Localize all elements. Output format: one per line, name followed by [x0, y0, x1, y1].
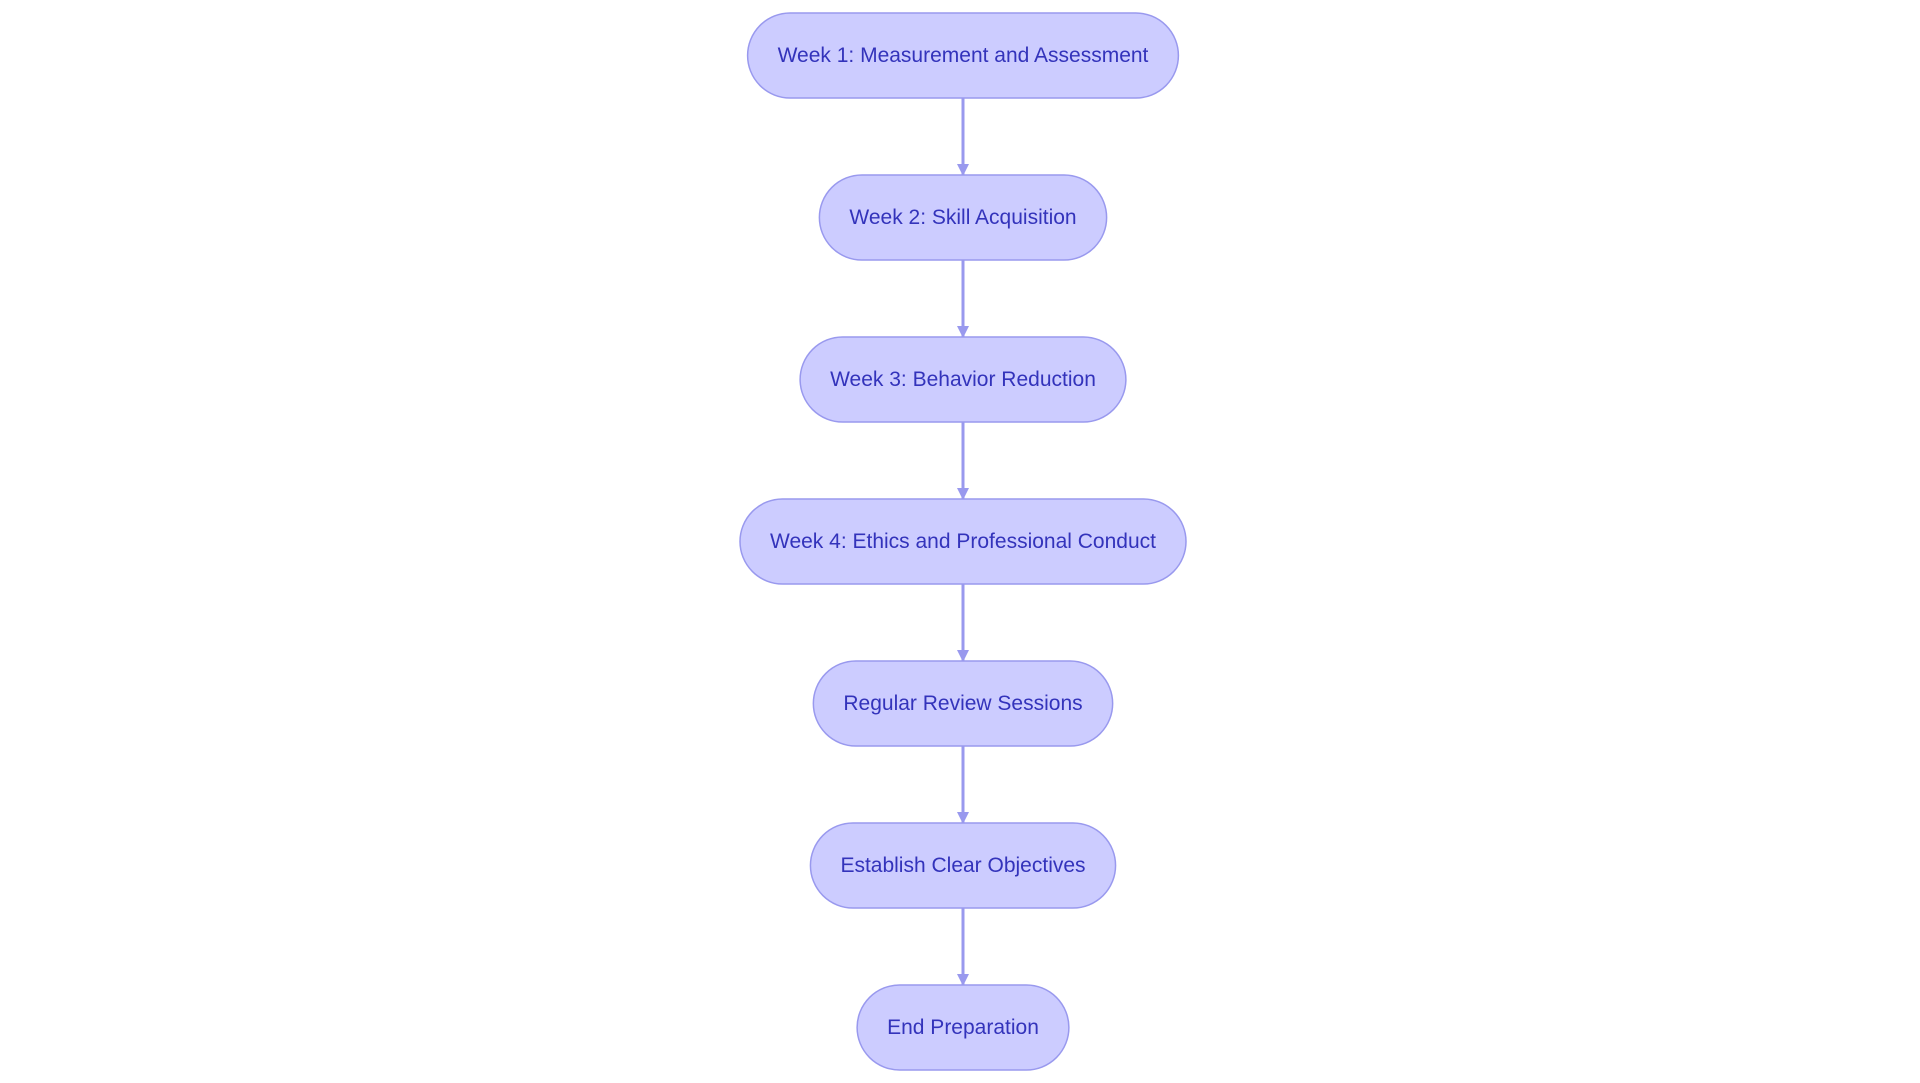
flow-node-week1: Week 1: Measurement and Assessment — [746, 12, 1180, 99]
flow-node-shape — [799, 336, 1127, 423]
flow-node-label: Regular Review Sessions — [843, 692, 1082, 715]
flow-node-week4: Week 4: Ethics and Professional Conduct — [739, 498, 1187, 585]
flow-node-label: Week 2: Skill Acquisition — [849, 206, 1076, 229]
flow-node-label: Week 1: Measurement and Assessment — [778, 44, 1149, 67]
flow-node-shape — [746, 12, 1180, 99]
flow-node-shape — [818, 174, 1108, 261]
flow-node-label: Establish Clear Objectives — [840, 854, 1085, 877]
flow-node-label: Week 3: Behavior Reduction — [830, 368, 1096, 391]
flow-node-review: Regular Review Sessions — [812, 660, 1114, 747]
flow-node-label: Week 4: Ethics and Professional Conduct — [770, 530, 1156, 553]
flow-node-shape — [739, 498, 1187, 585]
flow-node-shape — [856, 984, 1070, 1071]
flow-node-shape — [809, 822, 1117, 909]
flow-node-shape — [812, 660, 1114, 747]
flow-node-label: End Preparation — [887, 1016, 1039, 1039]
flow-node-objectives: Establish Clear Objectives — [809, 822, 1117, 909]
flow-node-end: End Preparation — [856, 984, 1070, 1071]
flow-node-week2: Week 2: Skill Acquisition — [818, 174, 1108, 261]
flow-node-week3: Week 3: Behavior Reduction — [799, 336, 1127, 423]
